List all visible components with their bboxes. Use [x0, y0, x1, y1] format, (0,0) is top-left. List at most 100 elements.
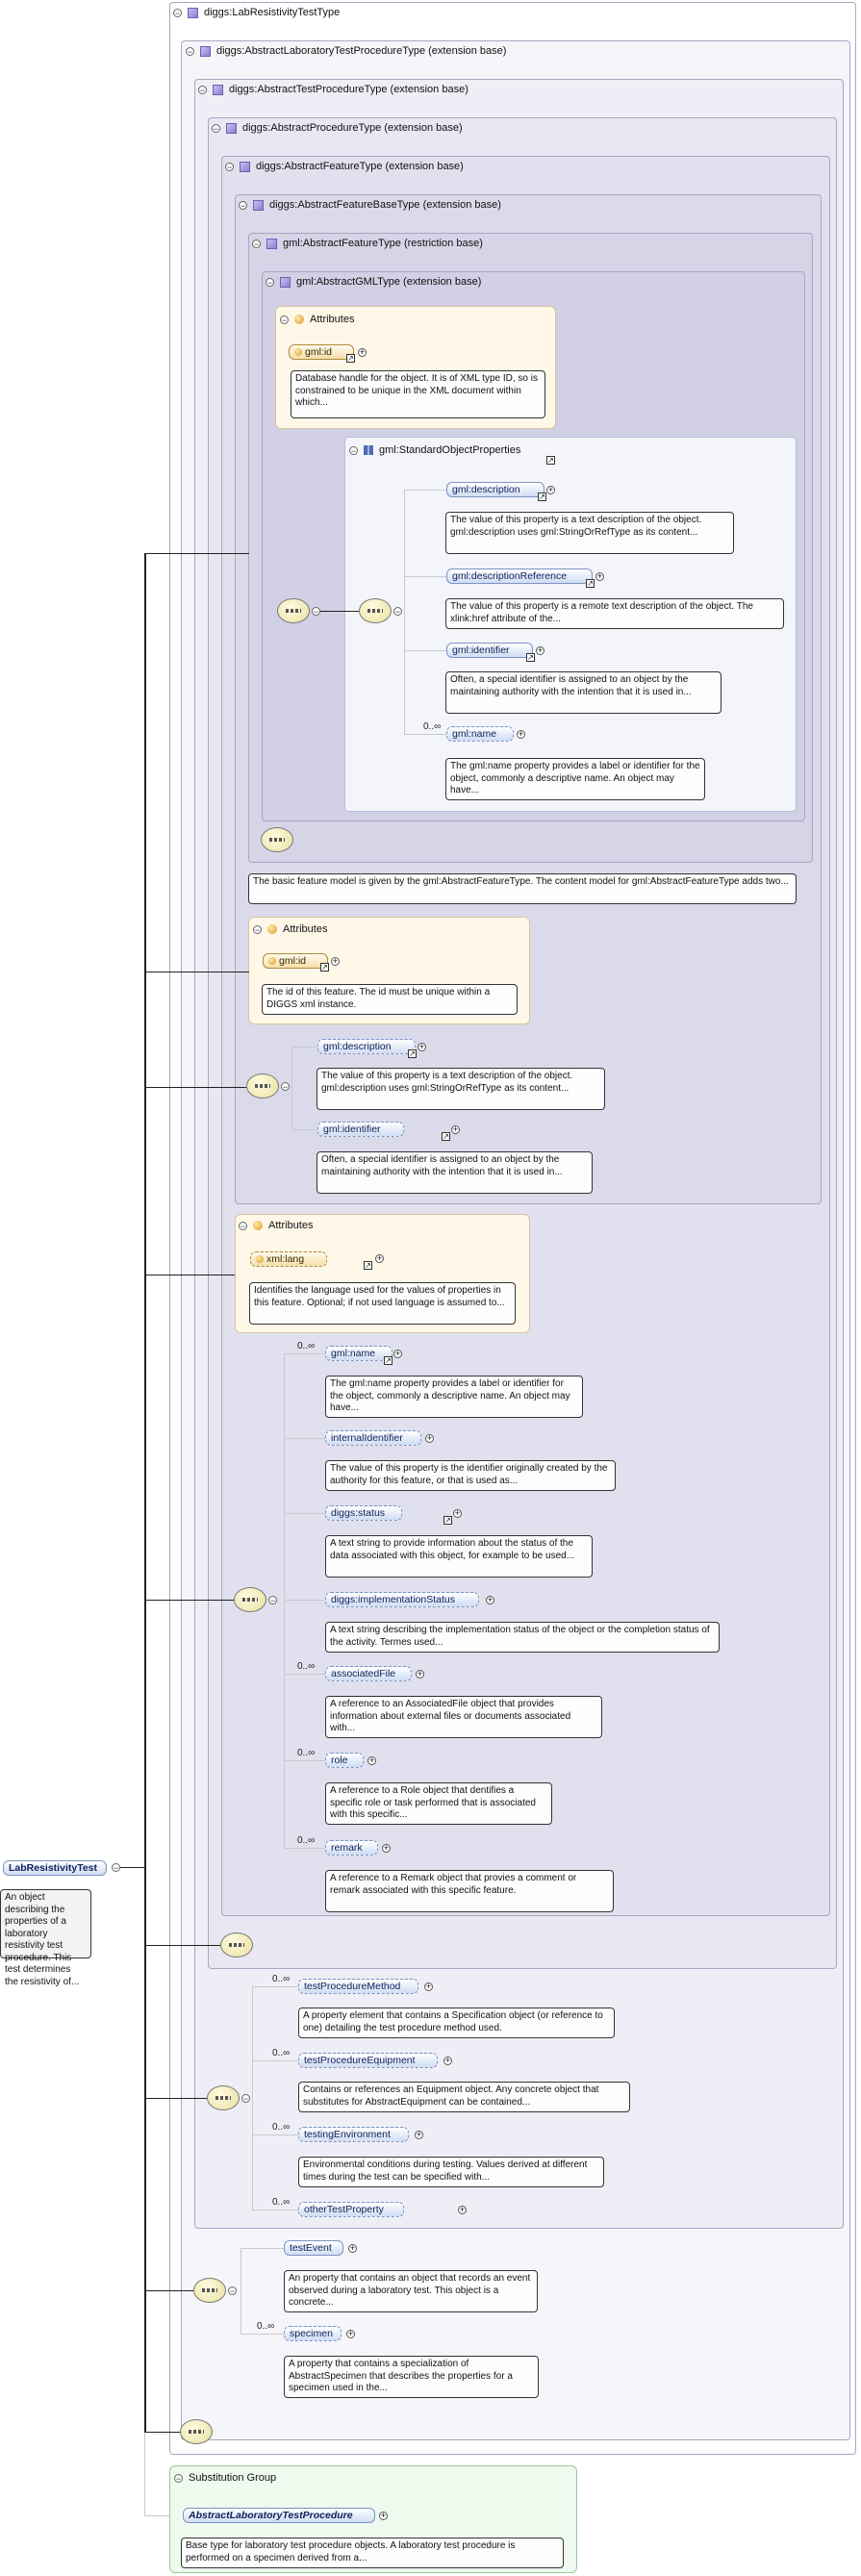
sequence-compositor-icon[interactable]	[234, 1587, 266, 1612]
collapse-toggle[interactable]: −	[281, 1082, 290, 1092]
collapse-toggle[interactable]: −	[252, 239, 261, 249]
element-gml-description[interactable]: gml:description	[317, 1039, 416, 1054]
expand-plus-icon[interactable]: +	[393, 1349, 402, 1358]
expand-plus-icon[interactable]: +	[348, 2243, 357, 2253]
expand-plus-icon[interactable]: +	[367, 1755, 376, 1765]
expand-plus-icon[interactable]: +	[416, 1669, 424, 1679]
expand-plus-icon[interactable]: +	[595, 571, 604, 581]
expand-plus-icon[interactable]: +	[418, 1042, 426, 1051]
collapse-toggle[interactable]: −	[241, 2094, 250, 2104]
expand-plus-icon[interactable]: +	[458, 2205, 467, 2214]
element-remark[interactable]: remark	[325, 1840, 378, 1856]
element-diggs-status[interactable]: diggs:status	[325, 1505, 402, 1521]
collapse-toggle[interactable]: −	[112, 1863, 120, 1873]
collapse-toggle[interactable]: −	[225, 162, 234, 172]
element-specimen[interactable]: specimen	[284, 2326, 342, 2341]
collapse-toggle[interactable]: −	[174, 2473, 183, 2484]
sequence-compositor-icon[interactable]	[193, 2278, 226, 2303]
element-associated-file[interactable]: associatedFile	[325, 1666, 412, 1681]
element-other-test-property[interactable]: otherTestProperty	[298, 2202, 404, 2217]
link-arrow-icon[interactable]: ↗	[586, 579, 595, 588]
element-gml-description[interactable]: gml:description	[446, 482, 544, 497]
element-gml-identifier[interactable]: gml:identifier	[317, 1122, 404, 1137]
link-arrow-icon[interactable]: ↗	[364, 1261, 372, 1270]
substitution-group-header[interactable]: − Substitution Group	[174, 2472, 276, 2484]
element-role[interactable]: role	[325, 1753, 364, 1768]
type-header-0[interactable]: − diggs:LabResistivityTestType	[173, 7, 340, 18]
element-internal-identifier[interactable]: internalIdentifier	[325, 1430, 421, 1446]
link-arrow-icon[interactable]: ↗	[346, 354, 355, 363]
element-test-event[interactable]: testEvent	[284, 2240, 343, 2256]
expand-plus-icon[interactable]: +	[536, 645, 544, 655]
collapse-toggle[interactable]: −	[239, 1221, 247, 1231]
collapse-toggle[interactable]: −	[212, 123, 220, 134]
link-arrow-icon[interactable]: ↗	[442, 1132, 450, 1141]
expand-plus-icon[interactable]: +	[331, 956, 340, 966]
link-arrow-icon[interactable]: ↗	[443, 1516, 452, 1525]
type-header-5[interactable]: − diggs:AbstractFeatureBaseType (extensi…	[239, 199, 501, 211]
expand-plus-icon[interactable]: +	[382, 1843, 391, 1853]
expand-plus-icon[interactable]: +	[443, 2056, 452, 2065]
collapse-toggle[interactable]: −	[186, 46, 194, 57]
sequence-compositor-icon[interactable]	[277, 598, 310, 623]
expand-plus-icon[interactable]: +	[358, 347, 367, 357]
sequence-compositor-icon[interactable]	[261, 827, 293, 852]
expand-plus-icon[interactable]: +	[375, 1253, 384, 1263]
collapse-toggle[interactable]: −	[198, 85, 207, 95]
element-abstract-laboratory-test-procedure[interactable]: AbstractLaboratoryTestProcedure	[183, 2508, 375, 2523]
element-diggs-implementation-status[interactable]: diggs:implementationStatus	[325, 1592, 479, 1607]
type-header-1[interactable]: − diggs:AbstractLaboratoryTestProcedureT…	[186, 45, 506, 57]
collapse-toggle[interactable]: −	[393, 607, 402, 617]
attributes-header[interactable]: − Attributes	[253, 923, 327, 935]
sequence-compositor-icon[interactable]	[220, 1932, 253, 1957]
sequence-compositor-icon[interactable]	[180, 2419, 213, 2444]
expand-plus-icon[interactable]: +	[379, 2511, 388, 2520]
sequence-compositor-icon[interactable]	[246, 1073, 279, 1099]
element-gml-description-reference[interactable]: gml:descriptionReference	[446, 568, 593, 584]
link-arrow-icon[interactable]: ↗	[408, 1049, 417, 1058]
type-header-3[interactable]: − diggs:AbstractProcedureType (extension…	[212, 122, 463, 134]
type-header-4[interactable]: − diggs:AbstractFeatureType (extension b…	[225, 161, 464, 172]
attribute-gml-id[interactable]: gml:id	[263, 953, 328, 969]
collapse-toggle[interactable]: −	[312, 607, 320, 617]
attribute-gml-id[interactable]: gml:id	[289, 344, 354, 360]
element-gml-identifier[interactable]: gml:identifier	[446, 643, 533, 658]
expand-plus-icon[interactable]: +	[546, 485, 555, 494]
link-arrow-icon[interactable]: ↗	[526, 653, 535, 662]
expand-plus-icon[interactable]: +	[451, 1124, 460, 1134]
expand-plus-icon[interactable]: +	[415, 2130, 423, 2139]
link-arrow-icon[interactable]: ↗	[538, 492, 546, 501]
collapse-toggle[interactable]: −	[280, 315, 289, 325]
sequence-compositor-icon[interactable]	[359, 598, 392, 623]
group-header[interactable]: − gml:StandardObjectProperties	[349, 444, 520, 456]
collapse-toggle[interactable]: −	[253, 924, 262, 935]
expand-plus-icon[interactable]: +	[424, 1982, 433, 1991]
element-test-procedure-equipment[interactable]: testProcedureEquipment	[298, 2053, 438, 2068]
link-arrow-icon[interactable]: ↗	[546, 456, 555, 465]
collapse-toggle[interactable]: −	[239, 200, 247, 211]
type-header-2[interactable]: − diggs:AbstractTestProcedureType (exten…	[198, 84, 468, 95]
type-header-6[interactable]: − gml:AbstractFeatureType (restriction b…	[252, 238, 483, 249]
collapse-toggle[interactable]: −	[228, 2286, 237, 2296]
expand-plus-icon[interactable]: +	[486, 1595, 494, 1604]
attributes-header[interactable]: − Attributes	[280, 314, 354, 325]
expand-plus-icon[interactable]: +	[425, 1433, 434, 1443]
element-gml-name[interactable]: gml:name	[446, 726, 514, 742]
sequence-compositor-icon[interactable]	[207, 2085, 240, 2110]
expand-plus-icon[interactable]: +	[346, 2329, 355, 2338]
expand-plus-icon[interactable]: +	[453, 1508, 462, 1518]
type-header-7[interactable]: − gml:AbstractGMLType (extension base)	[266, 276, 481, 288]
collapse-toggle[interactable]: −	[173, 8, 182, 18]
collapse-toggle[interactable]: −	[266, 277, 274, 288]
link-arrow-icon[interactable]: ↗	[320, 963, 329, 972]
attributes-header[interactable]: − Attributes	[239, 1220, 313, 1231]
root-element-lab-resistivity-test[interactable]: LabResistivityTest	[3, 1860, 107, 1876]
element-gml-name[interactable]: gml:name	[325, 1346, 393, 1361]
collapse-toggle[interactable]: −	[349, 445, 358, 456]
element-testing-environment[interactable]: testingEnvironment	[298, 2127, 409, 2142]
expand-plus-icon[interactable]: +	[517, 729, 525, 739]
element-test-procedure-method[interactable]: testProcedureMethod	[298, 1979, 418, 1994]
attribute-xml-lang[interactable]: xml:lang	[250, 1251, 327, 1267]
collapse-toggle[interactable]: −	[268, 1596, 277, 1605]
link-arrow-icon[interactable]: ↗	[384, 1356, 393, 1365]
